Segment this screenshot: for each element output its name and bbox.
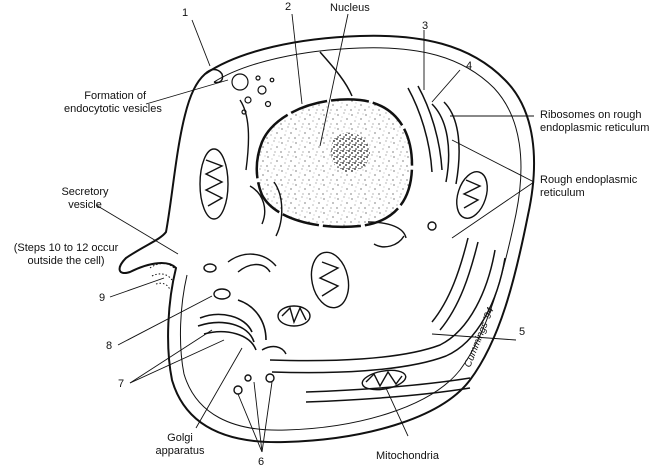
label-ribosomes-line2: endoplasmic reticulum bbox=[540, 122, 650, 134]
mitochondria bbox=[199, 148, 488, 391]
golgi-apparatus bbox=[197, 299, 267, 351]
label-endocytotic-line1: Formation of bbox=[84, 90, 146, 102]
leader-lines bbox=[95, 13, 535, 453]
label-number-5: 5 bbox=[519, 326, 526, 338]
artist-signature: Cummings '94 bbox=[463, 306, 497, 369]
label-steps-line1: (Steps 10 to 12 occur bbox=[13, 242, 119, 254]
label-golgi-apparatus: Golgi apparatus bbox=[150, 432, 210, 458]
label-secretory-line1: Secretory bbox=[61, 186, 109, 198]
label-number-1: 1 bbox=[182, 7, 189, 19]
cytoplasm-organelles bbox=[203, 99, 437, 395]
label-golgi-line1: Golgi bbox=[167, 432, 193, 444]
label-golgi-line2: apparatus bbox=[155, 445, 205, 457]
exocytosis-spray bbox=[149, 263, 175, 291]
endocytotic-vesicles bbox=[231, 73, 275, 115]
label-number-7: 7 bbox=[118, 378, 125, 390]
cell-membrane bbox=[118, 34, 536, 444]
label-ribosomes-rough-er: Ribosomes on rough endoplasmic reticulum bbox=[540, 109, 649, 135]
label-ribosomes-line1: Ribosomes on rough bbox=[540, 109, 642, 121]
label-number-9: 9 bbox=[99, 292, 106, 304]
label-endocytotic-line2: endocytotic vesicles bbox=[64, 103, 162, 115]
label-number-6: 6 bbox=[258, 456, 265, 468]
label-number-2: 2 bbox=[285, 1, 292, 13]
nucleolus bbox=[330, 132, 371, 173]
label-steps-line2: outside the cell) bbox=[27, 255, 105, 267]
label-nucleus: Nucleus bbox=[330, 2, 370, 14]
label-number-4: 4 bbox=[466, 60, 473, 72]
endocytotic-pit bbox=[204, 68, 224, 84]
label-endocytotic-vesicles: Formation of endocytotic vesicles bbox=[64, 90, 162, 116]
rough-er-top bbox=[319, 51, 460, 185]
label-secretory-line2: vesicle bbox=[68, 199, 102, 211]
label-secretory-vesicle: Secretory vesicle bbox=[52, 186, 118, 212]
label-rough-er-line2: reticulum bbox=[540, 187, 585, 199]
label-rough-er-line1: Rough endoplasmic bbox=[540, 174, 638, 186]
rough-er-bottom bbox=[269, 237, 506, 403]
label-steps-outside-cell: (Steps 10 to 12 occur outside the cell) bbox=[0, 242, 132, 268]
label-mitochondria: Mitochondria bbox=[376, 450, 439, 462]
label-number-3: 3 bbox=[422, 20, 429, 32]
label-number-8: 8 bbox=[106, 340, 113, 352]
label-rough-er: Rough endoplasmic reticulum bbox=[540, 174, 637, 200]
